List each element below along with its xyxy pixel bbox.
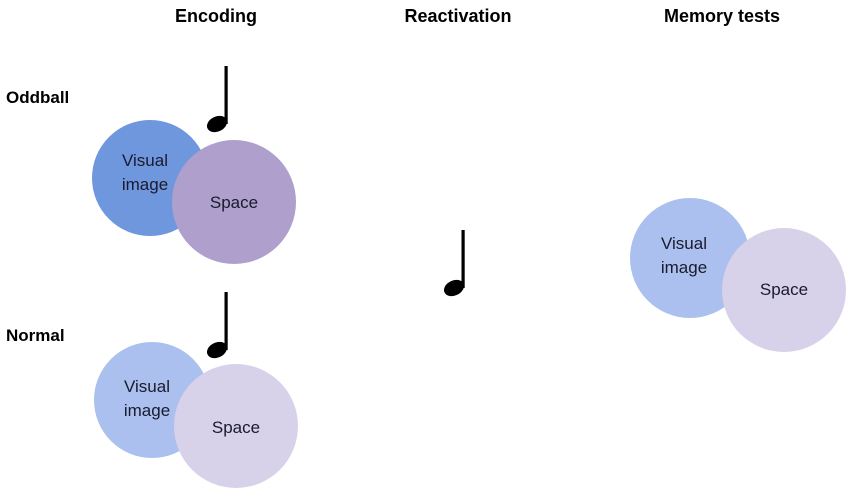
normal-space-label: Space — [212, 418, 260, 437]
music-note-icon — [204, 66, 230, 136]
normal-visual-label-line1: Visual — [124, 377, 170, 396]
oddball-visual-label-line1: Visual — [122, 151, 168, 170]
normal-space-circle — [174, 364, 298, 488]
memory-test-group: Visual image Space — [630, 198, 846, 352]
memory-test-space-label: Space — [760, 280, 808, 299]
heading-memory-tests: Memory tests — [664, 6, 780, 26]
memory-test-visual-label-line1: Visual — [661, 234, 707, 253]
oddball-space-label: Space — [210, 193, 258, 212]
row-label-normal: Normal — [6, 326, 65, 345]
normal-encoding-group: Visual image Space — [94, 292, 298, 488]
row-label-oddball: Oddball — [6, 88, 69, 107]
oddball-space-circle — [172, 140, 296, 264]
memory-test-space-circle — [722, 228, 846, 352]
music-note-icon — [204, 292, 230, 362]
normal-visual-label-line2: image — [124, 401, 170, 420]
heading-reactivation: Reactivation — [404, 6, 511, 26]
oddball-visual-label-line2: image — [122, 175, 168, 194]
memory-test-visual-image-circle — [630, 198, 750, 318]
oddball-encoding-group: Visual image Space — [92, 66, 296, 264]
memory-test-visual-label-line2: image — [661, 258, 707, 277]
heading-encoding: Encoding — [175, 6, 257, 26]
music-note-icon — [441, 230, 467, 300]
